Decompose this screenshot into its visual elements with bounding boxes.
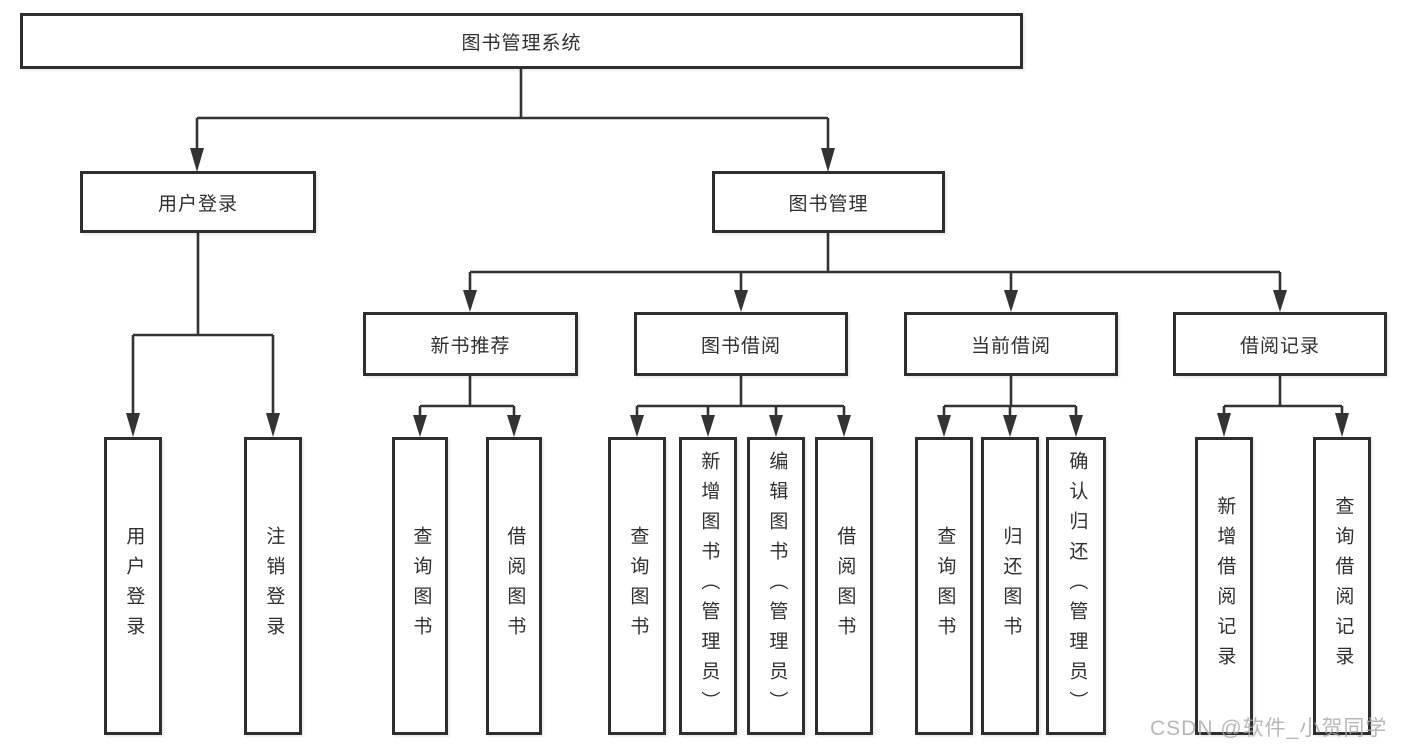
leaf-query-books-current: 查询图书	[915, 437, 973, 735]
node-label: 当前借阅	[970, 335, 1051, 357]
connector-book-management	[463, 233, 1287, 312]
arrow-down-icon	[507, 415, 521, 437]
node-label: 查询图书	[627, 526, 649, 646]
node-label: 新增图书（管理员）	[698, 451, 720, 721]
node-book-borrowing: 图书借阅	[634, 312, 848, 376]
leaf-borrow-books: 借阅图书	[815, 437, 873, 735]
leaf-borrow-books-recommend: 借阅图书	[486, 437, 542, 735]
arrow-down-icon	[837, 415, 851, 437]
arrow-down-icon	[1069, 415, 1083, 437]
leaf-query-borrow-record: 查询借阅记录	[1313, 437, 1371, 735]
arrow-down-icon	[1335, 413, 1349, 437]
arrow-down-icon	[701, 415, 715, 437]
leaf-query-books-borrow: 查询图书	[608, 437, 666, 735]
csdn-watermark: CSDN @软件_小贺同学	[1150, 717, 1388, 740]
arrow-down-icon	[734, 290, 748, 312]
arrow-down-icon	[413, 415, 427, 437]
node-label: 归还图书	[1000, 526, 1022, 646]
leaf-edit-books-admin: 编辑图书（管理员）	[747, 437, 805, 735]
node-current-borrowing: 当前借阅	[904, 312, 1118, 376]
node-label: 借阅记录	[1239, 335, 1320, 357]
connector-borrowing-records	[1217, 376, 1349, 437]
node-label: 用户登录	[157, 193, 238, 215]
node-label: 新增借阅记录	[1214, 496, 1236, 676]
node-label: 确认归还（管理员）	[1066, 451, 1088, 721]
connector-current-borrowing	[937, 376, 1083, 437]
arrow-down-icon	[1004, 290, 1018, 312]
leaf-add-borrow-record: 新增借阅记录	[1195, 437, 1253, 735]
leaf-user-login: 用户登录	[104, 437, 162, 735]
node-label: 借阅图书	[834, 526, 856, 646]
node-label: 用户登录	[123, 526, 145, 646]
leaf-return-books: 归还图书	[981, 437, 1039, 735]
node-label: 查询图书	[410, 526, 432, 646]
node-label: 借阅图书	[504, 526, 526, 646]
arrow-down-icon	[937, 415, 951, 437]
leaf-logout: 注销登录	[244, 437, 302, 735]
node-label: 新书推荐	[430, 335, 511, 357]
connector-new-book-recommendation	[413, 376, 521, 437]
arrow-down-icon	[190, 148, 204, 172]
leaf-query-books-recommend: 查询图书	[392, 437, 448, 735]
node-borrowing-records: 借阅记录	[1173, 312, 1387, 376]
node-label: 查询图书	[934, 526, 956, 646]
arrow-down-icon	[266, 413, 280, 437]
arrow-down-icon	[1273, 290, 1287, 312]
node-label: 图书借阅	[700, 335, 781, 357]
arrow-down-icon	[1217, 413, 1231, 437]
arrow-down-icon	[769, 415, 783, 437]
node-label: 查询借阅记录	[1332, 496, 1354, 676]
connector-root	[190, 69, 835, 172]
arrow-down-icon	[126, 413, 140, 437]
node-library-management-system: 图书管理系统	[20, 13, 1023, 69]
node-new-book-recommendation: 新书推荐	[363, 312, 578, 376]
leaf-confirm-return-admin: 确认归还（管理员）	[1046, 437, 1106, 735]
connector-user-login	[126, 233, 280, 437]
arrow-down-icon	[1003, 415, 1017, 437]
arrow-down-icon	[630, 415, 644, 437]
node-label: 编辑图书（管理员）	[766, 451, 788, 721]
arrow-down-icon	[463, 290, 477, 312]
leaf-add-books-admin: 新增图书（管理员）	[679, 437, 737, 735]
node-label: 注销登录	[263, 526, 285, 646]
connector-book-borrowing	[630, 376, 851, 437]
node-label: 图书管理	[788, 193, 869, 215]
node-label: 图书管理系统	[461, 32, 582, 54]
arrow-down-icon	[821, 148, 835, 172]
node-user-login: 用户登录	[80, 171, 316, 233]
node-book-management: 图书管理	[712, 171, 945, 233]
